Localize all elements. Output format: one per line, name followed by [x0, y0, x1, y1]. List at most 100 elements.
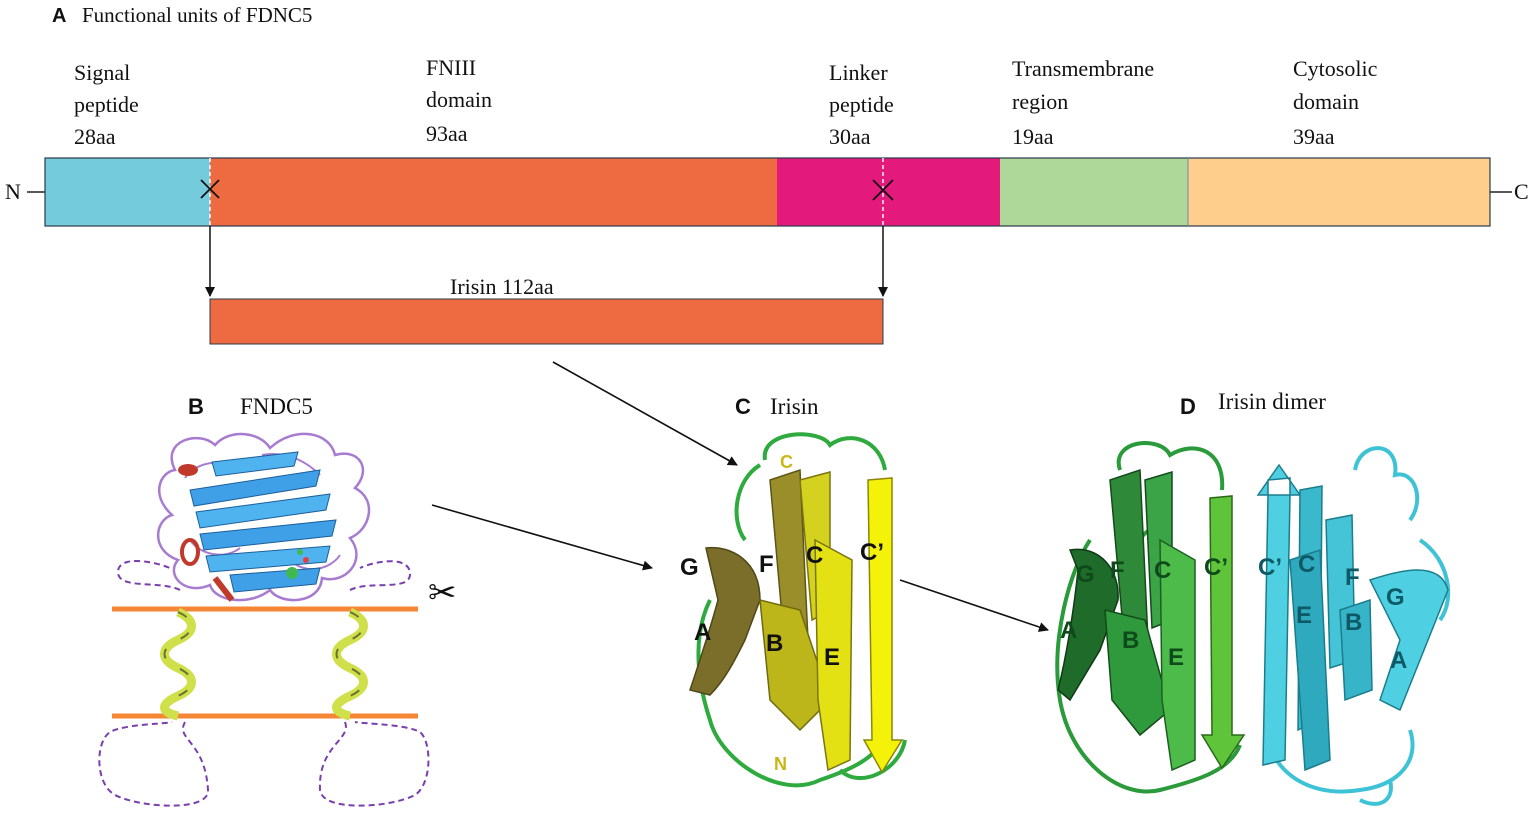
- panel-c: C Irisin G F C C’ A B E C N: [680, 394, 907, 788]
- strand-label-a: A: [1060, 617, 1077, 644]
- strand-label-c-prime: C’: [1204, 554, 1228, 581]
- segment-label-cytosolic-domain: Cytosolic domain 39aa: [1293, 56, 1378, 149]
- panel-a-title: Functional units of FDNC5: [82, 3, 312, 27]
- strand-label-e: E: [824, 644, 840, 671]
- dashed-cytosolic-loop-left: [98, 721, 210, 807]
- arrowhead-c-prime: [1256, 463, 1302, 496]
- strand-e: [1159, 538, 1196, 772]
- arrow-fndc5-to-irisin: [431, 504, 653, 571]
- dashed-cytosolic-loop-right: [318, 721, 430, 807]
- beta-strand: [189, 469, 321, 507]
- cleavage-site-1: [200, 158, 220, 226]
- label-line1: Linker: [829, 60, 888, 85]
- label-line2: domain: [426, 87, 492, 112]
- strand-c-prime: [1200, 495, 1246, 770]
- label-length: 19aa: [1012, 124, 1054, 149]
- strand-label-b: B: [1345, 609, 1362, 636]
- panel-d-letter: D: [1180, 394, 1196, 419]
- helix-ribbon: [332, 607, 368, 721]
- strand-label-f: F: [1345, 564, 1360, 591]
- scissors-icon: ✂: [428, 573, 457, 613]
- helix-shadow: [163, 611, 193, 697]
- strand-label-g: G: [1076, 561, 1095, 588]
- alpha-helix: [212, 576, 235, 602]
- panel-b: B FNDC5: [98, 394, 457, 807]
- panel-b-letter: B: [188, 394, 204, 419]
- ligand-atom: [303, 557, 309, 563]
- strand-label-f: F: [1110, 557, 1125, 584]
- panel-a-letter: A: [52, 5, 66, 27]
- panel-c-letter: C: [735, 394, 751, 419]
- terminus-label-n: N: [774, 754, 787, 774]
- loops: [1266, 446, 1451, 806]
- strand-label-e: E: [1296, 602, 1312, 629]
- segment-label-transmembrane-region: Transmembrane region 19aa: [1012, 56, 1154, 149]
- strand-e: [814, 538, 853, 772]
- label-line2: peptide: [829, 92, 894, 117]
- label-line1: Transmembrane: [1012, 56, 1154, 81]
- n-terminus-label: N: [5, 179, 21, 204]
- label-length: 30aa: [829, 124, 871, 149]
- strand-b: [1104, 609, 1171, 737]
- outer-loops: [157, 432, 371, 602]
- dashed-loop-right: [349, 560, 412, 591]
- strand-label-b: B: [766, 630, 783, 657]
- label-length: 39aa: [1293, 124, 1335, 149]
- label-length: 93aa: [426, 121, 468, 146]
- strand-label-g: G: [680, 554, 699, 581]
- transmembrane-helix-right: [332, 607, 368, 721]
- panel-d-title: Irisin dimer: [1218, 389, 1326, 414]
- strand-g-a: [689, 546, 761, 696]
- strand-g-a: [1057, 548, 1119, 702]
- arrow-irisin-to-dimer: [899, 579, 1049, 632]
- dashed-loop-left: [116, 560, 181, 591]
- dimer-monomer-right: C’ C F G E B A: [1256, 446, 1451, 806]
- strand-label-f: F: [759, 551, 774, 578]
- beta-strand: [199, 519, 337, 551]
- strand-g-a: [1368, 569, 1449, 712]
- strand-label-g: G: [1386, 584, 1405, 611]
- strand-label-a: A: [694, 619, 711, 646]
- segment-signal-peptide: [45, 158, 210, 226]
- ligand-atom: [297, 549, 303, 555]
- fndc5-domain-bar: [44, 157, 1491, 227]
- label-line2: peptide: [74, 92, 139, 117]
- panel-c-title: Irisin: [770, 394, 819, 419]
- beta-strand: [195, 493, 331, 529]
- strand-label-c-prime: C’: [1258, 554, 1282, 581]
- label-line1: Signal: [74, 60, 130, 85]
- segment-label-linker-peptide: Linker peptide 30aa: [829, 60, 894, 149]
- ligand-atom: [286, 567, 298, 579]
- label-line2: domain: [1293, 89, 1359, 114]
- strand-label-c-prime: C’: [860, 539, 884, 566]
- segment-transmembrane-region: [1000, 158, 1188, 226]
- dimer-monomer-left: G F C C’ A B E: [1055, 441, 1246, 794]
- segment-label-fniii-domain: FNIII domain 93aa: [426, 55, 492, 146]
- terminus-label-c: C: [780, 452, 793, 472]
- cleavage-site-2: [872, 158, 894, 226]
- panel-a: A Functional units of FDNC5 Signal pepti…: [5, 3, 1529, 345]
- c-terminus-label: C: [1514, 179, 1529, 204]
- label-line1: FNIII: [426, 55, 476, 80]
- irisin-monomer-structure: G F C C’ A B E C N: [680, 432, 907, 788]
- strand-b: [759, 599, 831, 732]
- transmembrane-helix-left: [160, 607, 196, 721]
- alpha-helix: [180, 538, 200, 566]
- strand-label-c: C: [1154, 557, 1171, 584]
- bar-outline: [44, 157, 1491, 227]
- label-line2: region: [1012, 89, 1068, 114]
- segment-linker-peptide: [777, 158, 1000, 226]
- strand-e: [1289, 548, 1331, 772]
- strand-label-e: E: [1168, 644, 1184, 671]
- irisin-label: Irisin 112aa: [450, 274, 554, 299]
- segment-label-signal-peptide: Signal peptide 28aa: [74, 60, 139, 149]
- strand-c-prime: [1262, 494, 1291, 766]
- irisin-bar: [209, 298, 884, 345]
- alpha-helix: [178, 464, 198, 476]
- strand-label-c: C: [806, 542, 823, 569]
- strand-c-prime: [862, 477, 904, 774]
- fndc5-protein-structure: [157, 432, 371, 602]
- segment-fniii-domain: [210, 158, 777, 226]
- strand-b: [1339, 598, 1373, 702]
